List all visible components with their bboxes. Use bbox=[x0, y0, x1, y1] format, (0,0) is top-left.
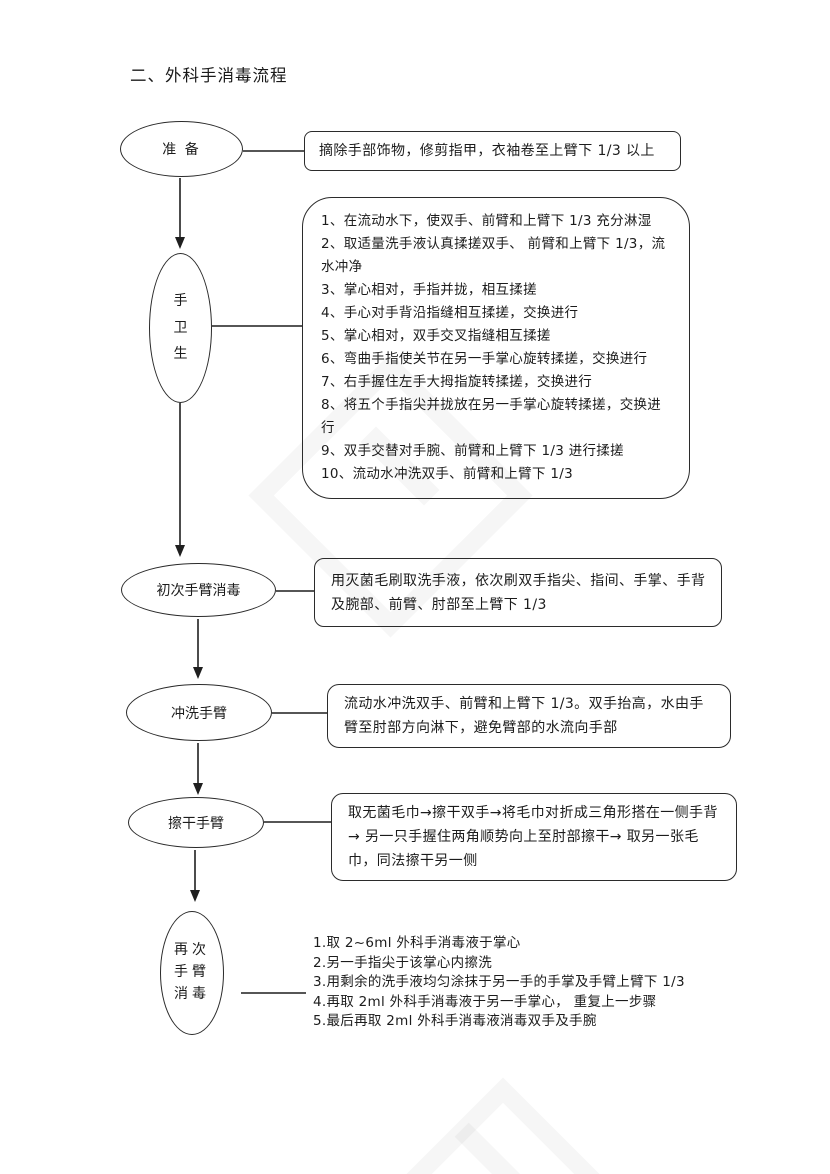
hygiene-step-line: 8、将五个手指尖并拢放在另一手掌心旋转揉搓，交换进行 bbox=[321, 397, 662, 436]
hygiene-step-line: 9、双手交替对手腕、前臂和上臂下 1/3 进行揉搓 bbox=[321, 443, 624, 459]
flow-box-first-arm-text: 用灭菌毛刷取洗手液，依次刷双手指尖、指间、手掌、手背及腕部、前臂、肘部至上臂下 … bbox=[331, 572, 706, 613]
hygiene-step-line: 6、弯曲手指使关节在另一手掌心旋转揉搓，交换进行 bbox=[321, 351, 648, 367]
flow-node-dry-arms-label: 擦干手臂 bbox=[168, 815, 224, 832]
flow-box-rinse-detail: 流动水冲洗双手、前臂和上臂下 1/3。双手抬高，水由手臂至肘部方向淋下，避免臂部… bbox=[327, 684, 731, 748]
flow-box-dry-text: 取无菌毛巾→擦干双手→将毛巾对折成三角形搭在一侧手背→ 另一只手握住两角顺势向上… bbox=[348, 805, 718, 869]
hygiene-step-line: 2、取适量洗手液认真揉搓双手、 前臂和上臂下 1/3，流水冲净 bbox=[321, 236, 666, 275]
hygiene-step-line: 7、右手握住左手大拇指旋转揉搓，交换进行 bbox=[321, 374, 593, 390]
flow-box-prepare-detail: 摘除手部饰物，修剪指甲，衣袖卷至上臂下 1/3 以上 bbox=[304, 131, 681, 171]
flow-box-first-arm-detail: 用灭菌毛刷取洗手液，依次刷双手指尖、指间、手掌、手背及腕部、前臂、肘部至上臂下 … bbox=[314, 558, 722, 627]
second-disinfect-step-line: 5.最后再取 2ml 外科手消毒液消毒双手及手腕 bbox=[313, 1013, 597, 1029]
hygiene-step-line: 4、手心对手背沿指缝相互揉搓，交换进行 bbox=[321, 305, 579, 321]
hygiene-step-line: 5、掌心相对，双手交叉指缝相互揉搓 bbox=[321, 328, 551, 344]
flow-box-prepare-text: 摘除手部饰物，修剪指甲，衣袖卷至上臂下 1/3 以上 bbox=[319, 143, 655, 159]
flow-node-second-arm-disinfect: 再次手臂消毒 bbox=[160, 911, 224, 1035]
hygiene-step-line: 1、在流动水下，使双手、前臂和上臂下 1/3 充分淋湿 bbox=[321, 213, 652, 229]
flow-node-hand-hygiene-label: 手卫生 bbox=[173, 293, 188, 363]
flow-node-first-arm-disinfect-label: 初次手臂消毒 bbox=[156, 583, 241, 599]
second-disinfect-step-line: 2.另一手指尖于该掌心内擦洗 bbox=[313, 954, 493, 971]
flow-node-dry-arms: 擦干手臂 bbox=[128, 797, 264, 848]
second-disinfect-step-line: 3.用剩余的洗手液均匀涂抹于另一手的手掌及手臂上臂下 1/3 bbox=[313, 974, 685, 990]
flow-node-hand-hygiene: 手卫生 bbox=[149, 253, 212, 403]
second-disinfect-step-line: 4.再取 2ml 外科手消毒液于另一手掌心， 重复上一步骤 bbox=[313, 993, 657, 1010]
second-disinfect-step-list: 1.取 2~6ml 外科手消毒液于掌心 2.另一手指尖于该掌心内擦洗 3.用剩余… bbox=[313, 934, 743, 1032]
flow-node-first-arm-disinfect: 初次手臂消毒 bbox=[121, 563, 276, 617]
flow-node-rinse-arms: 冲洗手臂 bbox=[126, 684, 272, 741]
flow-node-second-arm-disinfect-label: 再次手臂消毒 bbox=[174, 942, 210, 1002]
flow-node-prepare: 准 备 bbox=[120, 121, 243, 177]
flow-box-hand-hygiene-detail: 1、在流动水下，使双手、前臂和上臂下 1/3 充分淋湿 2、取适量洗手液认真揉搓… bbox=[302, 197, 690, 499]
hygiene-step-line: 10、流动水冲洗双手、前臂和上臂下 1/3 bbox=[321, 466, 573, 482]
second-disinfect-step-line: 1.取 2~6ml 外科手消毒液于掌心 bbox=[313, 935, 521, 951]
flow-box-dry-detail: 取无菌毛巾→擦干双手→将毛巾对折成三角形搭在一侧手背→ 另一只手握住两角顺势向上… bbox=[331, 793, 737, 881]
flow-box-rinse-text: 流动水冲洗双手、前臂和上臂下 1/3。双手抬高，水由手臂至肘部方向淋下，避免臂部… bbox=[344, 696, 704, 736]
hygiene-step-line: 3、掌心相对，手指并拢，相互揉搓 bbox=[321, 282, 537, 298]
flow-node-prepare-label: 准 备 bbox=[162, 142, 201, 158]
flow-node-rinse-arms-label: 冲洗手臂 bbox=[171, 705, 227, 722]
page-title: 二、外科手消毒流程 bbox=[130, 66, 288, 85]
